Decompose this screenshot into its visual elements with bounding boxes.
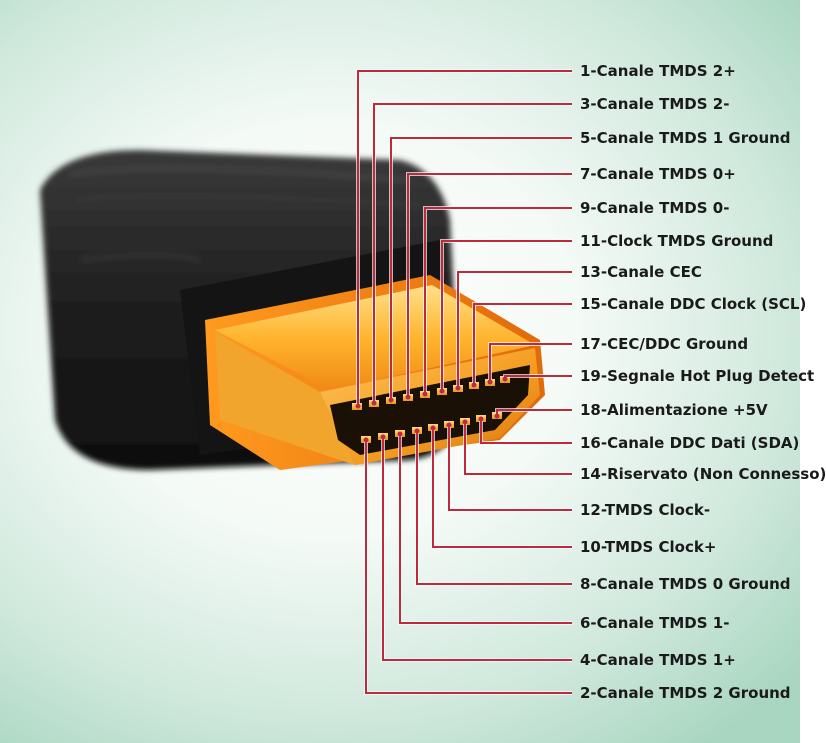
pin-contact-point-11 (439, 388, 445, 394)
leader-line-pin-16 (480, 419, 572, 444)
plug-left-face (215, 332, 355, 465)
pin-label-18: 18-Alimentazione +5V (580, 401, 768, 419)
pin-label-8: 8-Canale TMDS 0 Ground (580, 575, 791, 593)
leader-line-pin-12 (448, 425, 572, 511)
leader-line-halo (398, 434, 572, 625)
hdmi-connector-illustration (40, 69, 572, 695)
leader-lines (355, 69, 572, 695)
pin-label-16: 16-Canale DDC Dati (SDA) (580, 434, 800, 452)
pin-contact-point-1 (355, 403, 361, 409)
pin-label-13: 13-Canale CEC (580, 263, 702, 281)
pin-contact-point-7 (405, 394, 411, 400)
pin-contact-point-14 (462, 419, 468, 425)
pin-contact-point-9 (422, 391, 428, 397)
leader-line-pin-3 (373, 103, 572, 403)
pin-contact-point-19 (502, 376, 508, 382)
pin-contact-point-3 (371, 400, 377, 406)
leader-line-pin-6 (399, 434, 572, 624)
pin-contact-point-5 (388, 397, 394, 403)
pin-contact-point-15 (471, 382, 477, 388)
leader-line-pin-15 (473, 303, 572, 385)
leader-line-pin-10 (432, 428, 572, 548)
pin-contact-point-17 (487, 379, 493, 385)
pin-label-3: 3-Canale TMDS 2- (580, 95, 730, 113)
pin-label-9: 9-Canale TMDS 0- (580, 199, 730, 217)
pin-label-10: 10-TMDS Clock+ (580, 538, 717, 556)
pin-contact-point-8 (414, 428, 420, 434)
leader-line-pin-17 (489, 343, 572, 382)
pin-label-11: 11-Clock TMDS Ground (580, 232, 774, 250)
leader-line-halo (415, 431, 572, 586)
pin-label-6: 6-Canale TMDS 1- (580, 614, 730, 632)
leader-line-pin-13 (457, 271, 572, 388)
leader-line-pin-4 (382, 437, 572, 661)
pin-contact-point-18 (494, 413, 500, 419)
pin-label-7: 7-Canale TMDS 0+ (580, 165, 736, 183)
pin-contact-point-13 (455, 385, 461, 391)
pin-contact-point-4 (380, 434, 386, 440)
pin-label-4: 4-Canale TMDS 1+ (580, 651, 736, 669)
pin-label-15: 15-Canale DDC Clock (SCL) (580, 295, 807, 313)
pin-contact-point-6 (397, 431, 403, 437)
leader-line-pin-8 (416, 431, 572, 585)
pin-contact-point-10 (430, 425, 436, 431)
pin-contact-point-12 (446, 422, 452, 428)
leader-line-pin-7 (407, 173, 572, 397)
leader-line-pin-2 (365, 440, 572, 694)
leader-line-halo (364, 440, 572, 695)
pin-label-5: 5-Canale TMDS 1 Ground (580, 129, 791, 147)
pin-label-12: 12-TMDS Clock- (580, 501, 711, 519)
leader-line-pin-9 (424, 207, 572, 394)
pin-label-1: 1-Canale TMDS 2+ (580, 62, 736, 80)
pin-label-14: 14-Riservato (Non Connesso) (580, 465, 826, 483)
pin-contact-point-2 (363, 437, 369, 443)
leader-line-pin-11 (441, 240, 572, 391)
pin-label-17: 17-CEC/DDC Ground (580, 335, 749, 353)
leader-line-pin-5 (390, 137, 572, 400)
leader-line-pin-1 (357, 70, 572, 406)
pin-label-19: 19-Segnale Hot Plug Detect (580, 367, 815, 385)
pin-contact-point-16 (478, 416, 484, 422)
pin-label-2: 2-Canale TMDS 2 Ground (580, 684, 791, 702)
leader-line-pin-14 (464, 422, 572, 475)
